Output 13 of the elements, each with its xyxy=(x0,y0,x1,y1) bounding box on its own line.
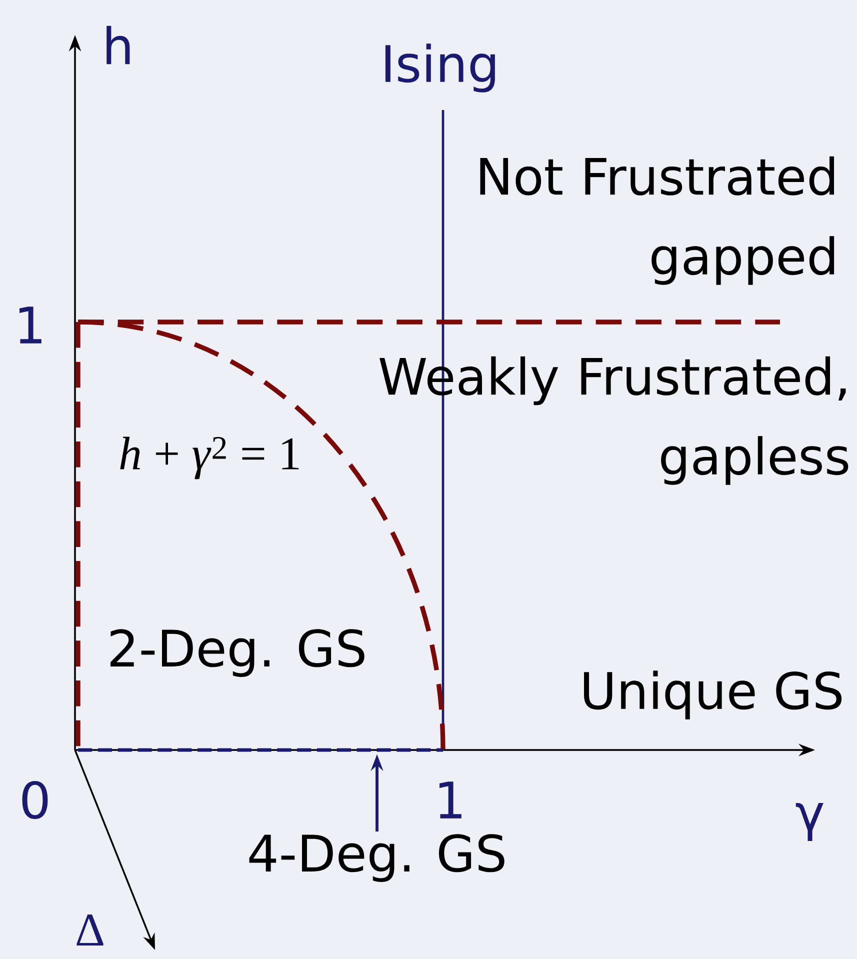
formula: h + γ$^{2}$ = 1 xyxy=(120,436,299,480)
region-label: Unique GS xyxy=(584,670,842,720)
region-label: 4-Deg. GS xyxy=(249,834,504,882)
tick-label: 1 xyxy=(440,782,462,818)
region-label: Not Frustrated gapped xyxy=(480,156,834,285)
axis-label: h xyxy=(106,26,130,64)
axis-label: γ xyxy=(796,802,824,842)
tick-label: 0 xyxy=(22,780,48,820)
dashed-line xyxy=(78,748,443,752)
tick-label: 1 xyxy=(20,306,42,344)
line-label: Ising xyxy=(385,44,495,92)
axis-label: Δ xyxy=(76,914,104,946)
region-label: 2-Deg. GS xyxy=(110,629,364,677)
